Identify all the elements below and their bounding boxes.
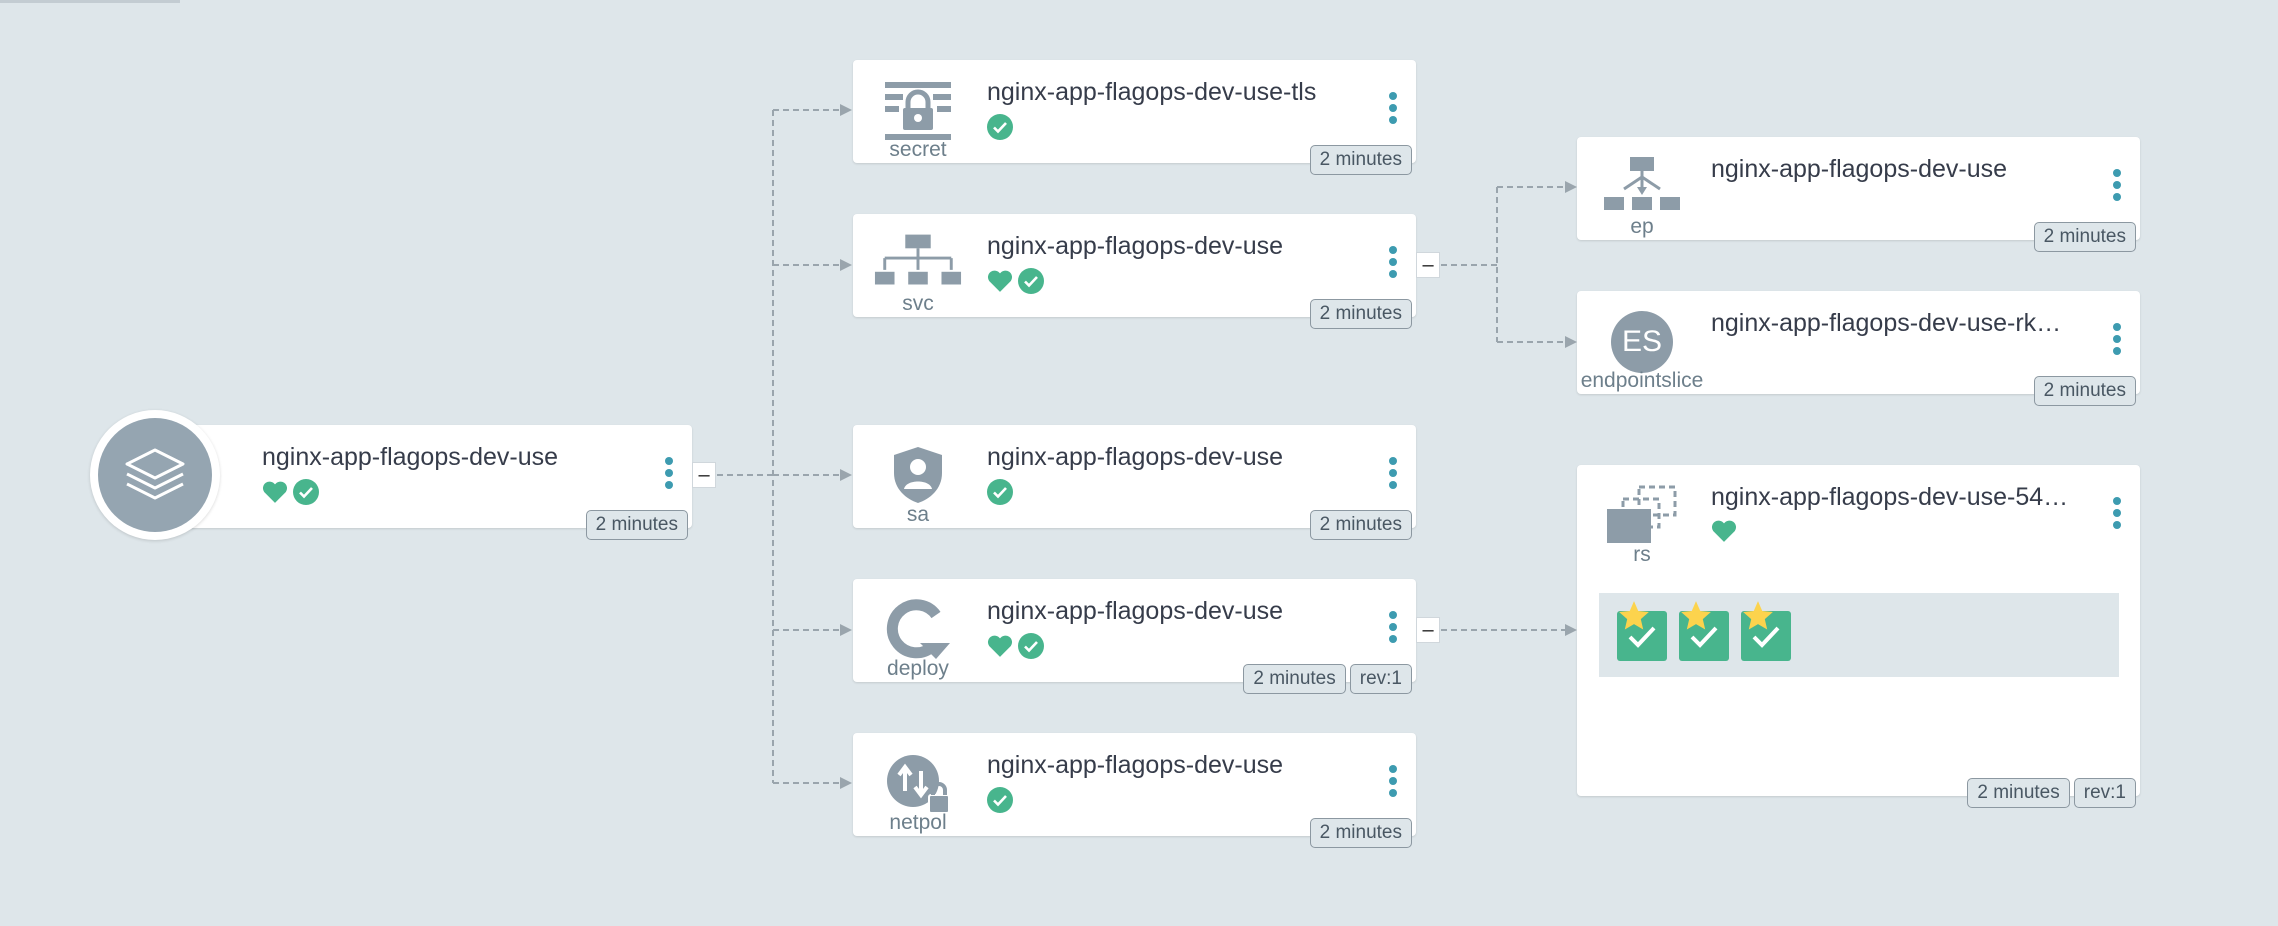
age-badge: 2 minutes [1967,778,2070,808]
deployment-icon [886,599,950,659]
resource-node-netpol[interactable]: netpol nginx-app-flagops-dev-use 2 minut… [853,733,1416,848]
resource-status [987,787,1013,813]
age-badge: 2 minutes [1243,664,1346,694]
resource-title: nginx-app-flagops-dev-use [987,751,1284,779]
resource-title: nginx-app-flagops-dev-use-rk… [1711,309,2062,337]
resource-status [987,479,1013,505]
app-status [262,479,319,505]
pod-tile[interactable] [1741,601,1791,661]
check-circle-icon [1018,268,1044,294]
app-node[interactable]: nginx-app-flagops-dev-use 2 minutes [140,425,692,540]
svc-collapse-button[interactable]: – [1416,252,1440,278]
resource-title: nginx-app-flagops-dev-use-tls [987,78,1317,106]
resource-menu-button[interactable] [1386,246,1400,286]
app-title: nginx-app-flagops-dev-use [262,443,559,471]
age-badge: 2 minutes [1309,510,1412,540]
heart-icon [1711,520,1737,542]
age-badge: 2 minutes [1309,145,1412,175]
layers-icon [125,448,185,500]
heart-icon [987,635,1013,657]
app-badges: 2 minutes [585,510,688,540]
service-icon [874,234,962,285]
check-circle-icon [987,787,1013,813]
age-badge: 2 minutes [585,510,688,540]
replicaset-icon [1607,485,1677,543]
endpoints-icon [1604,157,1680,210]
resource-title: nginx-app-flagops-dev-use [987,443,1284,471]
heart-icon [262,481,288,503]
service-account-icon [894,447,942,503]
resource-title: nginx-app-flagops-dev-use [1711,155,2008,183]
kind-label: endpointslice [1580,369,1704,392]
resource-node-deploy[interactable]: deploy nginx-app-flagops-dev-use 2 minut… [853,579,1416,694]
resource-menu-button[interactable] [2110,169,2124,209]
check-circle-icon [1018,633,1044,659]
resource-menu-button[interactable] [1386,457,1400,497]
kind-label: rs [1633,543,1651,566]
revision-badge: rev:1 [2073,778,2136,808]
resource-node-svc[interactable]: svc nginx-app-flagops-dev-use 2 minutes [853,214,1416,329]
kind-label: secret [889,138,947,161]
kind-label: netpol [889,811,947,834]
check-icon [1628,626,1656,648]
resource-menu-button[interactable] [1386,92,1400,132]
kind-label: svc [902,292,934,315]
network-policy-icon [887,755,950,814]
resource-menu-button[interactable] [2110,323,2124,363]
star-icon [1743,601,1773,630]
secret-icon [885,82,951,140]
age-badge: 2 minutes [2033,376,2136,406]
resource-status [987,633,1044,659]
resource-menu-button[interactable] [1386,611,1400,651]
check-icon [1690,626,1718,648]
top-tab-strip [0,0,180,3]
resource-title: nginx-app-flagops-dev-use [987,597,1284,625]
check-circle-icon [987,114,1013,140]
check-circle-icon [987,479,1013,505]
age-badge: 2 minutes [1309,299,1412,329]
check-circle-icon [293,479,319,505]
kind-label: ep [1630,215,1654,238]
kind-label: deploy [887,657,949,680]
age-badge: 2 minutes [1309,818,1412,848]
child-node-endpointslice[interactable]: ES endpointslice nginx-app-flagops-dev-u… [1577,291,2140,406]
kind-label: sa [906,503,930,526]
resource-status [987,114,1013,140]
age-badge: 2 minutes [2033,222,2136,252]
app-icon-circle [90,410,220,540]
resource-status [1711,519,1737,543]
pods-panel [1599,593,2119,677]
app-collapse-button[interactable]: – [692,462,716,488]
child-node-ep[interactable]: ep nginx-app-flagops-dev-use 2 minutes [1577,137,2140,252]
revision-badge: rev:1 [1349,664,1412,694]
pod-tile[interactable] [1679,601,1729,661]
app-menu-button[interactable] [662,457,676,497]
deploy-collapse-button[interactable]: – [1416,617,1440,643]
resource-menu-button[interactable] [2110,497,2124,537]
child-node-rs[interactable]: rs nginx-app-flagops-dev-use-54… 2 minut… [1577,465,2140,808]
pod-tile[interactable] [1617,601,1667,661]
resource-node-secret[interactable]: secret nginx-app-flagops-dev-use-tls 2 m… [853,60,1416,175]
check-icon [1752,626,1780,648]
star-icon [1619,601,1649,630]
heart-icon [987,270,1013,292]
resource-title: nginx-app-flagops-dev-use [987,232,1284,260]
resource-menu-button[interactable] [1386,765,1400,805]
es-icon: ES [1611,311,1673,373]
resource-title: nginx-app-flagops-dev-use-54… [1711,483,2069,511]
resource-node-sa[interactable]: sa nginx-app-flagops-dev-use 2 minutes [853,425,1416,540]
star-icon [1681,601,1711,630]
resource-status [987,268,1044,294]
